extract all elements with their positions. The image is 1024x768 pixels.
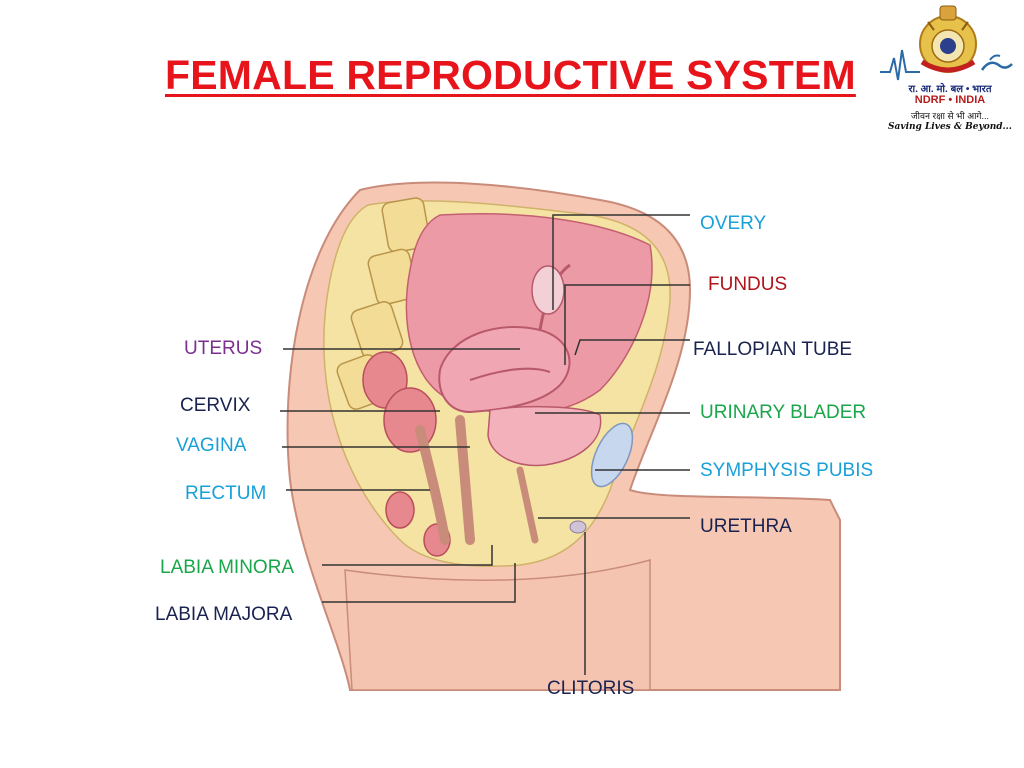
label-symphysis-pubis: SYMPHYSIS PUBIS	[700, 460, 874, 481]
logo-hindi-name: रा. आ. मो. बल • भारत	[908, 84, 992, 95]
label-clitoris: CLITORIS	[547, 678, 635, 699]
pubis-shape	[590, 422, 634, 488]
label-urinary-blader: URINARY BLADER	[700, 402, 867, 423]
bladder-shape	[487, 406, 602, 467]
page-title: FEMALE REPRODUCTIVE SYSTEM	[165, 52, 856, 98]
label-labia-minora: LABIA MINORA	[160, 557, 295, 578]
label-vagina: VAGINA	[176, 435, 247, 456]
logo-english-motto: Saving Lives & Beyond...	[888, 122, 1012, 132]
label-rectum: RECTUM	[185, 483, 267, 504]
ndrf-logo: रा. आ. मो. बल • भारत NDRF • INDIA जीवन र…	[872, 0, 1024, 150]
label-fallopian-tube: FALLOPIAN TUBE	[693, 339, 853, 360]
label-uterus: UTERUS	[184, 338, 263, 359]
emblem-icon	[880, 5, 1013, 81]
label-labia-majora: LABIA MAJORA	[155, 604, 293, 625]
leader-lines	[280, 214, 690, 675]
label-urethra: URETHRA	[700, 516, 792, 537]
label-cervix: CERVIX	[180, 395, 251, 416]
label-overy: OVERY	[700, 213, 767, 234]
logo-english-name: NDRF • INDIA	[914, 94, 986, 106]
logo-hindi-motto: जीवन रक्षा से भी आगे...	[911, 111, 989, 121]
label-fundus: FUNDUS	[708, 274, 788, 295]
